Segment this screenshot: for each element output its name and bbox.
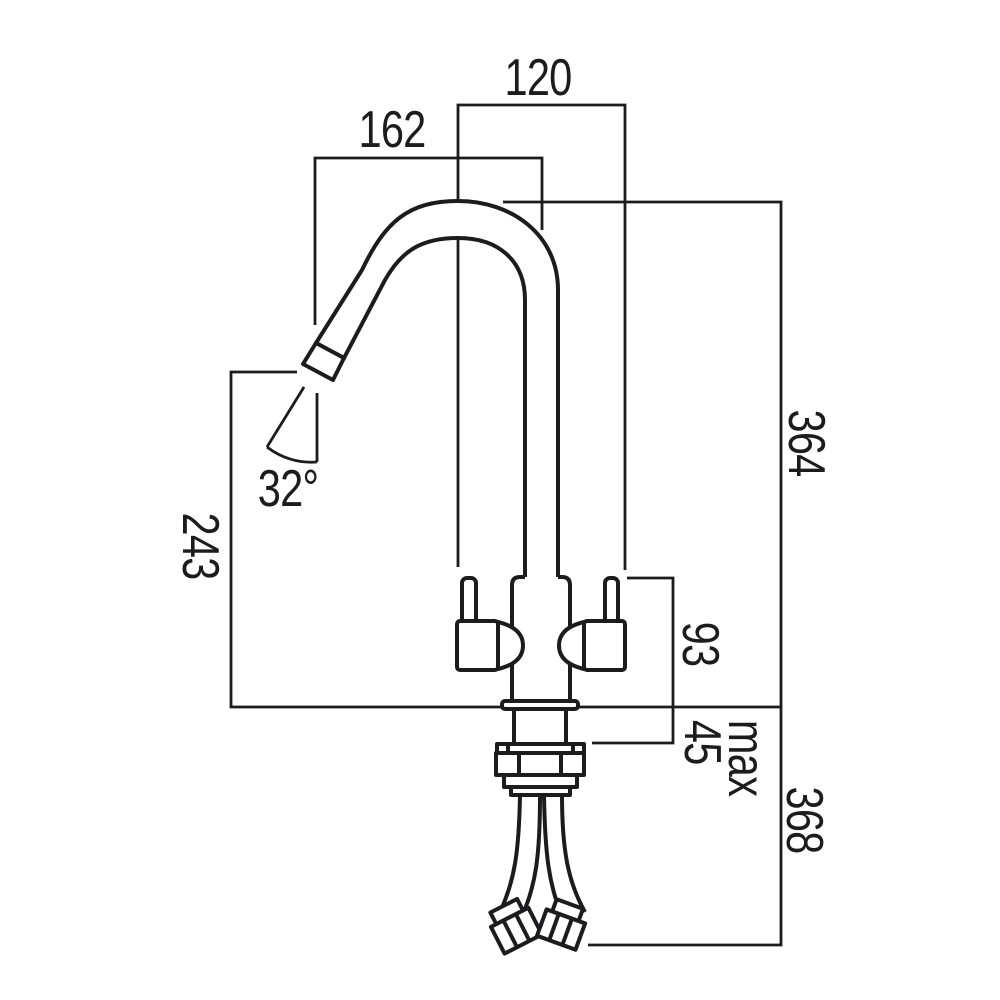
angle-arc [266,445,318,464]
right-valve-cone [557,620,586,671]
dim-label-243: 243 [171,512,230,580]
dimension-364-line [503,200,783,707]
mounting-nut [494,751,586,777]
dim-label-162: 162 [358,100,426,159]
spout-outline [313,198,560,577]
tap-body-group [455,575,627,956]
left-fitting-nut [488,905,544,956]
left-fitting-facets [501,913,532,949]
dimension-162-line [313,156,544,325]
spout-fill [316,201,558,580]
right-hose-inner-edge [542,794,564,917]
dim-label-368: 368 [775,786,834,854]
dim-label-93: 93 [671,621,730,667]
tailpiece [512,707,568,747]
left-hose-fitting [488,896,544,956]
dim-label-max45: max 45 [673,720,775,796]
dim-label-120: 120 [504,48,572,107]
hose-tails [498,794,587,917]
angle-diagonal-ray [265,386,306,448]
left-hose-outer-edge [498,794,522,913]
dim-label-angle: 32° [257,459,319,518]
washer-step-2 [509,785,572,797]
right-handle-body [582,619,627,672]
tap-body-column [510,575,572,705]
right-fitting-facets [547,913,574,946]
right-hose-outer-edge [560,794,587,913]
dim-label-364: 364 [777,409,836,477]
left-lever-handle [460,576,478,628]
base-flange [500,699,580,711]
dimension-93-max45-line [592,576,675,745]
left-handle-body [455,619,500,672]
right-lever-handle [603,576,620,628]
left-valve-cone [496,620,525,671]
dimension-120-line [456,103,627,570]
nut-facet-lines [517,753,563,775]
left-hose-inner-edge [520,794,542,917]
spout-aerator-cap [301,341,346,382]
spout-group [301,198,560,580]
right-hose-fitting [534,897,588,952]
